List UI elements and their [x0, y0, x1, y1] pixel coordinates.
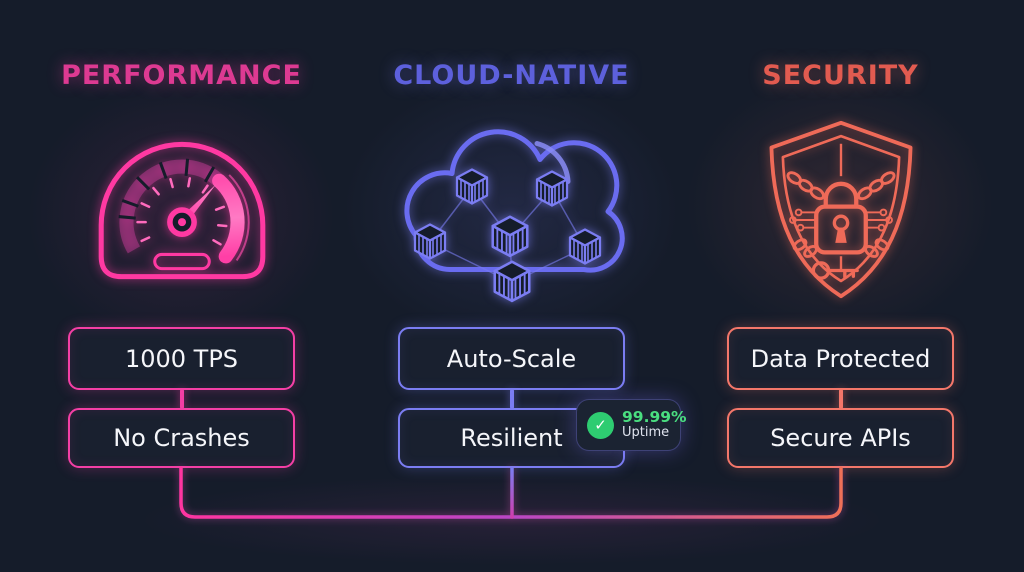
uptime-value: 99.99%	[622, 407, 687, 426]
performance-heading: PERFORMANCE	[61, 60, 302, 91]
uptime-badge: ✓ 99.99% Uptime	[576, 399, 687, 451]
cloud-containers-icon	[358, 110, 665, 310]
security-box-link	[839, 389, 843, 409]
speedometer-icon	[28, 110, 335, 310]
security-heading: SECURITY	[762, 60, 919, 91]
check-icon: ✓	[587, 411, 614, 439]
security-box-apis: Secure APIs	[727, 408, 954, 468]
security-box-data: Data Protected	[727, 327, 954, 390]
uptime-label: Uptime	[622, 425, 670, 441]
performance-box-tps: 1000 TPS	[68, 327, 295, 390]
shield-lock-icon	[687, 110, 994, 310]
column-performance: PERFORMANCE	[28, 0, 335, 572]
cloud-box-autoscale: Auto-Scale	[398, 327, 625, 390]
bottom-connector-line	[179, 466, 843, 519]
performance-box-crashes: No Crashes	[68, 408, 295, 468]
column-security: SECURITY	[687, 0, 994, 572]
uptime-badge-text: 99.99% Uptime	[622, 407, 687, 442]
cloud-box-link	[510, 389, 514, 409]
cloud-native-heading: CLOUD-NATIVE	[393, 60, 630, 91]
performance-box-link	[180, 389, 184, 409]
